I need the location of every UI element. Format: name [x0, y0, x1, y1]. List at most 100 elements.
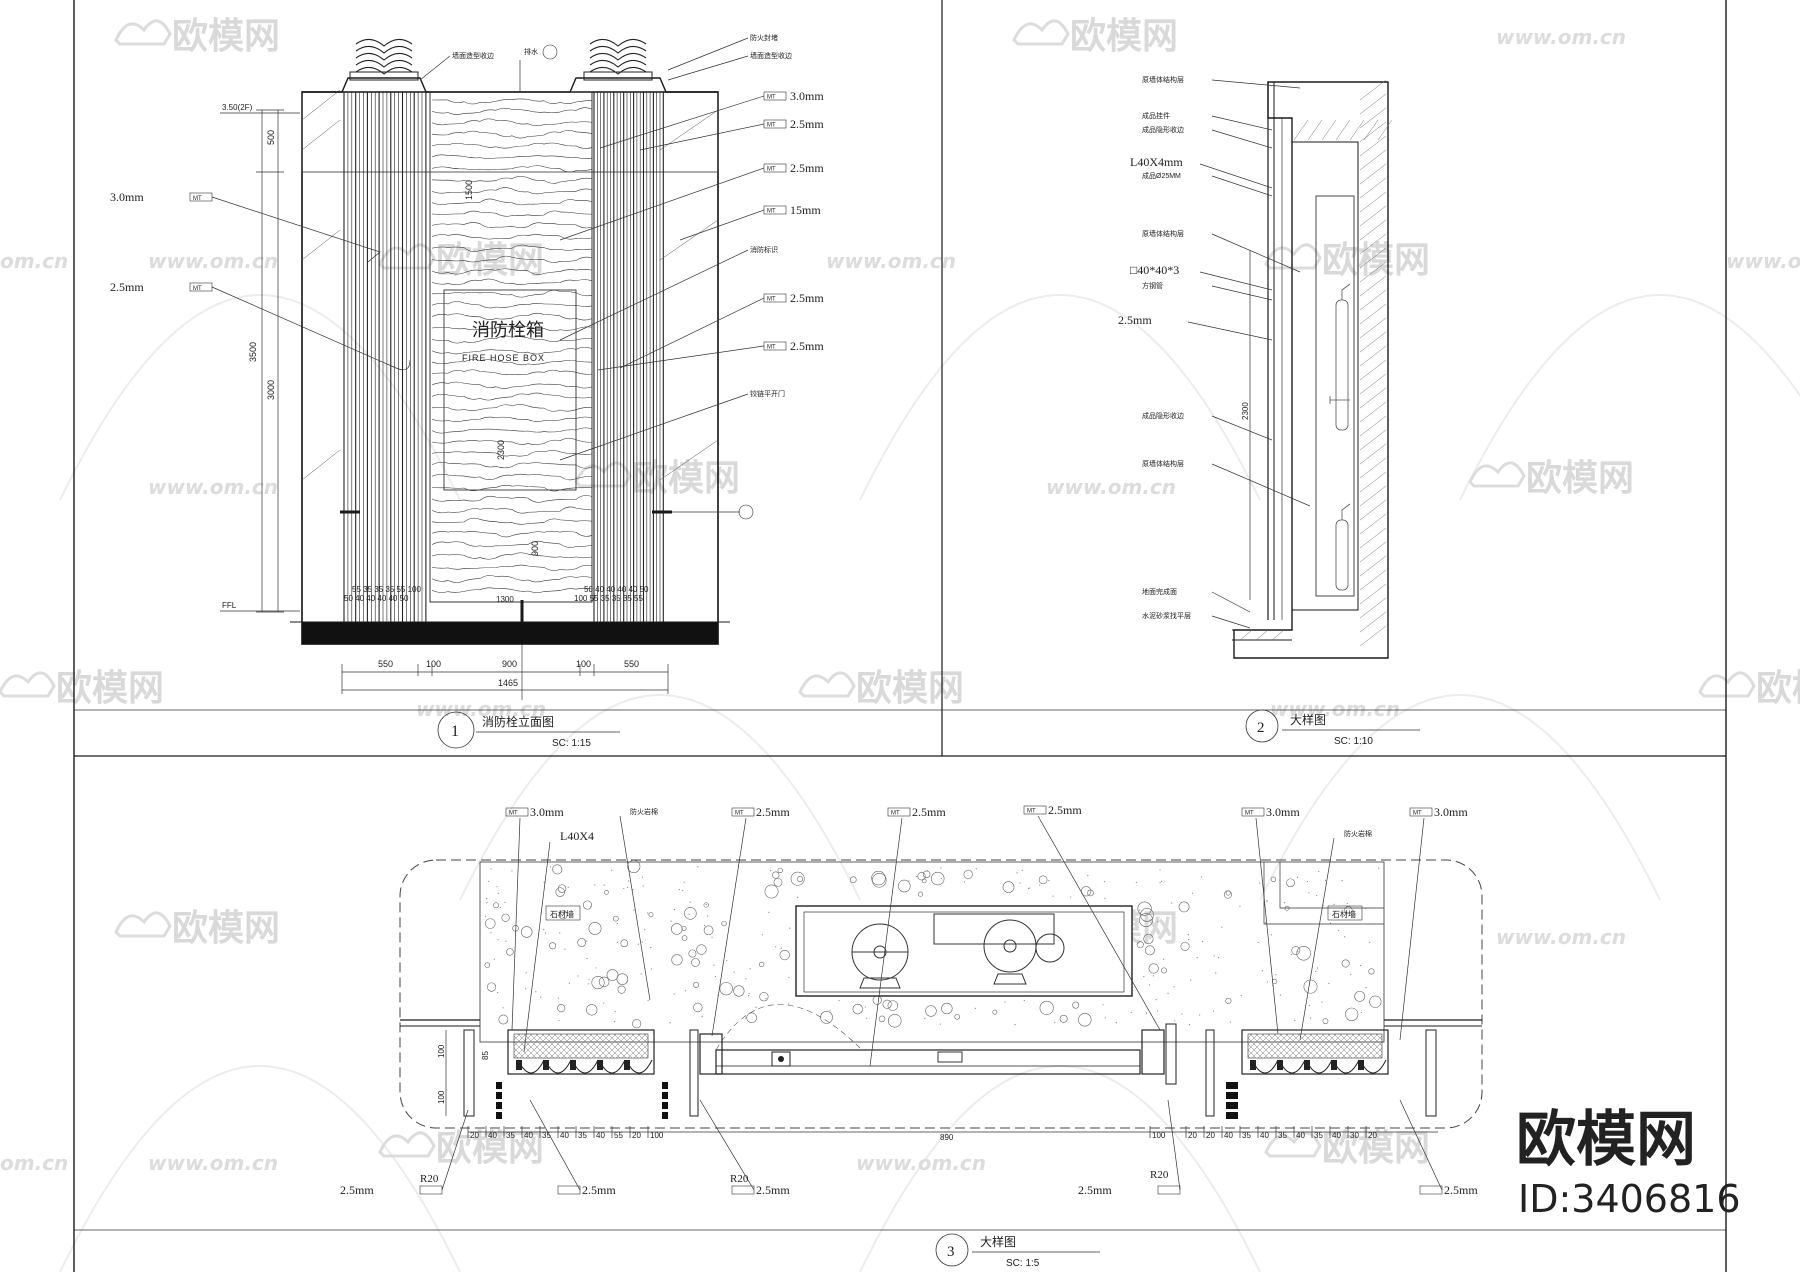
watermark-url: www.om.cn: [1726, 249, 1800, 273]
dim-v-500: 500: [266, 130, 276, 145]
tag3-8: MT: [1413, 811, 1422, 817]
watermark-sofa-icon: [574, 461, 632, 488]
fin-dims-left-2: 50 40 40 40 40 50: [344, 594, 409, 603]
dim-h-100b: 100: [576, 659, 591, 669]
tag-right-1: MT: [767, 95, 776, 101]
dim-left-3: 40: [524, 1131, 533, 1140]
wood-panel: [429, 91, 593, 603]
note-right-6: 2.5mm: [790, 339, 824, 353]
watermark-url: www.om.cn: [148, 1151, 278, 1175]
watermark-sofa-icon: [1468, 461, 1526, 488]
fin-assembly-left: [507, 1029, 655, 1075]
dim-v-3500: 3500: [248, 342, 258, 362]
top-note-5: 2.5mm: [1048, 803, 1082, 817]
dim-left-9: 20: [632, 1131, 641, 1140]
dim-right-7: 40: [1296, 1131, 1305, 1140]
extinguisher-icon: [1329, 283, 1351, 591]
fin-dims-right-2: 50 40 40 40 40 50: [584, 585, 649, 594]
tag3-6: MT: [1245, 811, 1254, 817]
drawing-3-title: 3 大样图 SC: 1:5: [935, 1233, 1100, 1269]
dim-v-2300-detail: 2300: [1241, 402, 1250, 420]
watermark-layer: 欧模网欧模网欧模网欧模网欧模网欧模网欧模网欧模网欧模网欧模网欧模网欧模网欧模网w…: [0, 16, 1800, 1272]
watermark-logo: 欧模网: [172, 16, 280, 57]
dim-v-100a: 100: [437, 1044, 446, 1058]
watermark-sofa-icon: [378, 1131, 436, 1158]
watermark-sofa-icon: [1264, 1131, 1322, 1158]
fire-hose-box-frame: [443, 289, 577, 491]
dim-right-4: 35: [1242, 1131, 1251, 1140]
metal-fins-left: [343, 92, 427, 622]
watermark-url: www.om.cn: [1496, 25, 1626, 49]
dim-right-1: 20: [1188, 1131, 1197, 1140]
door-leaf: [715, 1049, 1141, 1075]
watermark-logo: 欧模网: [436, 1128, 544, 1169]
note-right-5: 2.5mm: [790, 291, 824, 305]
hose-reel-icon: [851, 913, 1065, 989]
fin-dims-left: 55 35 35 35 55 100: [352, 585, 422, 594]
dim-right-0: 100: [1152, 1131, 1166, 1140]
dim-left-10: 100: [650, 1131, 664, 1140]
section-detail-drawing: 原墙体结构层成品挂件成品隐形收边L40X4mm成品Ø25MM原墙体结构层□40*…: [1118, 75, 1420, 747]
fin-assembly-right: [1241, 1029, 1389, 1075]
watermark-url: www.om.cn: [856, 1151, 986, 1175]
watermark-logo: 欧模网: [1070, 16, 1178, 57]
bottom-note-4: 2.5mm: [1444, 1183, 1478, 1197]
fireproof-seal-right: [583, 38, 653, 81]
tag-right-4: MT: [767, 209, 776, 215]
dim-left-1: 40: [488, 1131, 497, 1140]
watermark-logo: 欧模网: [1322, 240, 1430, 281]
concrete-aggregate-pattern: [484, 859, 1382, 1029]
tag3-3: MT: [735, 811, 744, 817]
dim-right-8: 35: [1314, 1131, 1323, 1140]
bottom-note-1: 2.5mm: [582, 1183, 616, 1197]
wall-hatch-left: [301, 89, 719, 481]
wood-grain-pattern: [431, 98, 593, 593]
watermark-url: om.cn: [0, 1151, 68, 1175]
dim-v-2300: 2300: [496, 440, 506, 460]
watermark-url: www.om.cn: [148, 249, 278, 273]
brand-overlay: 欧模网 ID:3406816: [1516, 1105, 1741, 1221]
detail-boundary: [399, 859, 1483, 1129]
fireproof-seal-left: [349, 38, 419, 81]
r20-label-1: R20: [420, 1173, 439, 1185]
top-note-3: 2.5mm: [756, 805, 790, 819]
note-left-1: 3.0mm: [110, 190, 144, 204]
small-note-1: 防火封堵: [750, 33, 778, 42]
detail-note-10: 原墙体结构层: [1142, 459, 1184, 468]
dim-left-7: 40: [596, 1131, 605, 1140]
dim-right-10: 30: [1350, 1131, 1359, 1140]
watermark-logo: 欧模网: [1756, 668, 1800, 709]
dim-890: 890: [940, 1133, 954, 1142]
wall-inner: [1292, 141, 1359, 611]
bottom-note-3: 2.5mm: [1078, 1183, 1112, 1197]
watermark-sofa-icon: [0, 671, 56, 698]
drawing-2-number: 2: [1257, 720, 1265, 736]
dim-h-100a: 100: [426, 659, 441, 669]
metal-fins-right: [593, 92, 664, 622]
watermark-logo: 欧模网: [172, 908, 280, 949]
small-note-r-0: 消防标识: [750, 245, 778, 254]
watermark-sofa-icon: [1698, 671, 1756, 698]
top-note-1: L40X4: [560, 829, 594, 843]
fin-profiles: [516, 1059, 1387, 1074]
drawing-1-title-text: 消防栓立面图: [482, 714, 554, 729]
level-floor: FFL: [222, 601, 237, 610]
dim-left-8: 55: [614, 1131, 623, 1140]
hose-box-inner: [1315, 195, 1355, 597]
dim-left-6: 35: [578, 1131, 587, 1140]
watermark-sofa-icon: [1012, 19, 1070, 46]
watermark-url: om.cn: [0, 249, 68, 273]
tag3-4: MT: [891, 811, 900, 817]
drawing-1-scale: SC: 1:15: [552, 738, 591, 749]
watermark-logo: 欧模网: [632, 458, 740, 499]
note-left-2: 2.5mm: [110, 280, 144, 294]
top-note-8: 3.0mm: [1434, 805, 1468, 819]
drawing-3-title-text: 大样图: [980, 1234, 1016, 1249]
watermark-url: www.om.cn: [826, 249, 956, 273]
top-note-0: 3.0mm: [530, 805, 564, 819]
drawing-1-title: 1 消防栓立面图 SC: 1:15: [437, 711, 620, 749]
room-label-left: 石材墙: [550, 909, 574, 919]
dim-h-total: 1465: [498, 678, 518, 688]
